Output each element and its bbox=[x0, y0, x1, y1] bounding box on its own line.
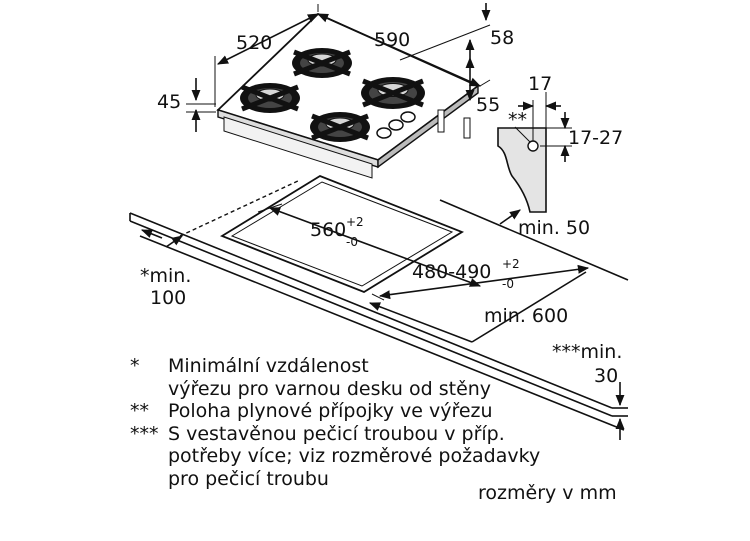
footnote-text: výřezu pro varnou desku od stěny bbox=[168, 377, 492, 400]
dim-hob-height: 45 bbox=[157, 91, 181, 113]
svg-text:560: 560 bbox=[310, 219, 346, 241]
dim-hob-depth: 520 bbox=[236, 32, 272, 54]
dim-connector-depth: 17 bbox=[528, 73, 552, 95]
footnote-mark: * bbox=[130, 355, 140, 377]
svg-text:+2: +2 bbox=[502, 257, 520, 271]
footnote-text: Poloha plynové přípojky ve výřezu bbox=[168, 400, 493, 422]
dim-hob-width: 590 bbox=[374, 29, 410, 51]
cutout-dimension-lines bbox=[140, 203, 590, 343]
dim-cutout-depth: 480-490 +2 -0 bbox=[412, 257, 520, 291]
dim-min-100-label: *min. bbox=[140, 265, 191, 287]
burner-front-left bbox=[240, 83, 300, 113]
dim-min-30-label: ***min. bbox=[552, 341, 622, 363]
dim-min-30-value: 30 bbox=[594, 365, 618, 387]
hob-dimension-lines bbox=[186, 3, 491, 132]
control-knobs bbox=[376, 111, 416, 139]
hob-body bbox=[223, 116, 373, 179]
units-note: rozměry v mm bbox=[478, 482, 617, 504]
svg-text:-0: -0 bbox=[502, 277, 514, 291]
gas-connector bbox=[437, 109, 471, 139]
svg-text:+2: +2 bbox=[346, 215, 364, 229]
hob-side-edge bbox=[377, 84, 479, 169]
footnote-text: Minimální vzdálenost bbox=[168, 355, 369, 377]
dim-min-600: min. 600 bbox=[484, 305, 568, 327]
footnote-text: S vestavěnou pečicí troubou v příp. bbox=[168, 422, 505, 445]
footnote-text: potřeby více; viz rozměrové požadavky bbox=[168, 445, 541, 467]
footnote-1: * Minimální vzdálenost výřezu pro varnou… bbox=[130, 355, 730, 400]
footnote-text: pro pečicí troubu bbox=[168, 467, 329, 490]
footnote-mark: *** bbox=[130, 422, 159, 445]
svg-text:480-490: 480-490 bbox=[412, 261, 491, 283]
burner-rear-left bbox=[292, 48, 352, 78]
gas-connector-marker: ** bbox=[508, 109, 527, 131]
dim-connector-height: 55 bbox=[476, 94, 500, 116]
connector-detail bbox=[497, 92, 572, 213]
burner-front-right bbox=[310, 112, 370, 142]
dim-min-100-value: 100 bbox=[150, 287, 186, 309]
burner-rear-right bbox=[361, 77, 425, 109]
footnote-3: *** S vestavěnou pečicí troubou v příp. … bbox=[130, 423, 730, 491]
footnote-2: ** Poloha plynové přípojky ve výřezu bbox=[130, 400, 730, 423]
svg-text:-0: -0 bbox=[346, 235, 358, 249]
dim-hob-side-offset: 58 bbox=[490, 27, 514, 49]
dim-min-50: min. 50 bbox=[518, 217, 590, 239]
footnote-mark: ** bbox=[130, 400, 149, 422]
footnote-legend: * Minimální vzdálenost výřezu pro varnou… bbox=[130, 355, 730, 490]
dim-cutout-width: 560 +2 -0 bbox=[310, 215, 364, 249]
dim-connector-offset: 17-27 bbox=[568, 127, 623, 149]
